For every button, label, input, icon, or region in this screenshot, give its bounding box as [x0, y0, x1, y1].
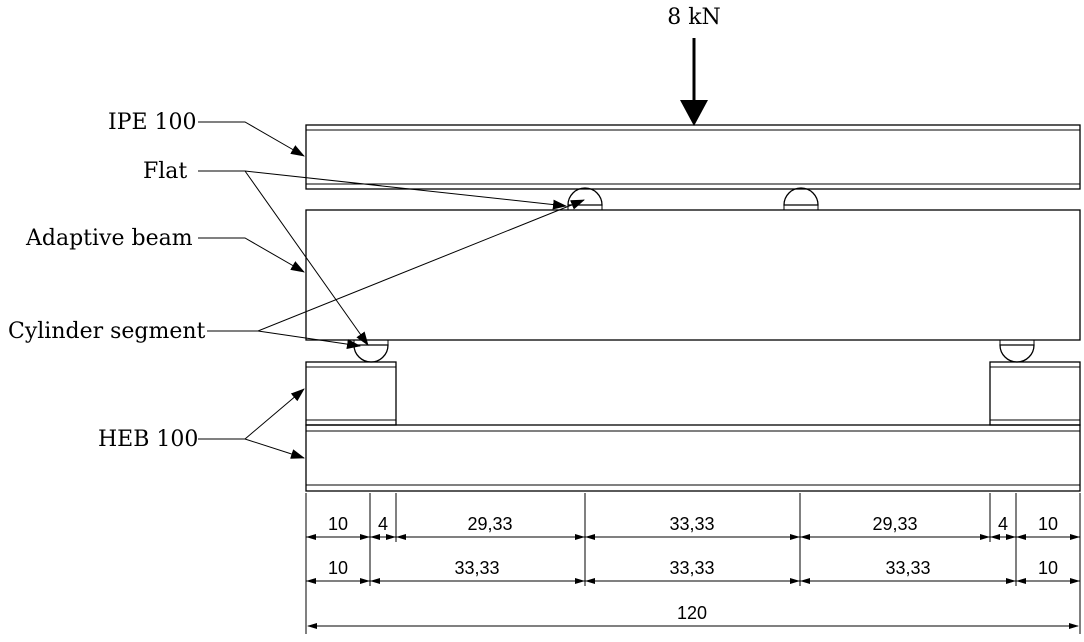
- dim-row1-5: 29,33: [872, 514, 917, 534]
- dim-row1-2: 4: [378, 514, 388, 534]
- dim-row1-3: 29,33: [467, 514, 512, 534]
- dim-row2-3: 33,33: [669, 558, 714, 578]
- upper-cylinder-segment-left: [567, 187, 603, 211]
- label-adaptive-beam: Adaptive beam: [25, 226, 193, 251]
- leader-flat-lower: [244, 170, 369, 346]
- dim-row1-7: 10: [1038, 514, 1058, 534]
- dim-row1-4: 33,33: [669, 514, 714, 534]
- dim-row2-4: 33,33: [885, 558, 930, 578]
- dimension-lines: [305, 493, 1081, 634]
- leader-heb-support: [198, 388, 305, 440]
- dim-row2-2: 33,33: [454, 558, 499, 578]
- dim-row2-5: 10: [1038, 558, 1058, 578]
- load-arrow: [680, 38, 708, 126]
- label-ipe-100: IPE 100: [108, 110, 197, 135]
- leader-heb-base: [244, 438, 305, 459]
- ipe-100-beam: [305, 124, 1081, 190]
- heb-100-support-right: [989, 361, 1081, 426]
- dim-total: 120: [677, 603, 707, 623]
- lower-cylinder-segment-right: [999, 339, 1035, 363]
- label-flat: Flat: [143, 159, 187, 184]
- lower-cylinder-segment-left: [353, 339, 389, 363]
- dim-row1-1: 10: [328, 514, 348, 534]
- leader-cylinder-lower: [257, 330, 361, 350]
- leader-cylinder-upper: [207, 199, 585, 332]
- dim-row2-1: 10: [328, 558, 348, 578]
- upper-cylinder-segment-right: [783, 187, 819, 211]
- leader-ipe-100: [198, 121, 305, 157]
- heb-100-support-left: [305, 361, 397, 426]
- label-heb-100: HEB 100: [98, 427, 198, 452]
- load-label: 8 kN: [667, 5, 721, 30]
- label-cylinder-segment: Cylinder segment: [8, 319, 206, 344]
- heb-100-base-beam: [305, 424, 1081, 492]
- adaptive-beam: [305, 209, 1081, 341]
- dim-row1-6: 4: [998, 514, 1008, 534]
- leader-adaptive-beam: [198, 237, 305, 273]
